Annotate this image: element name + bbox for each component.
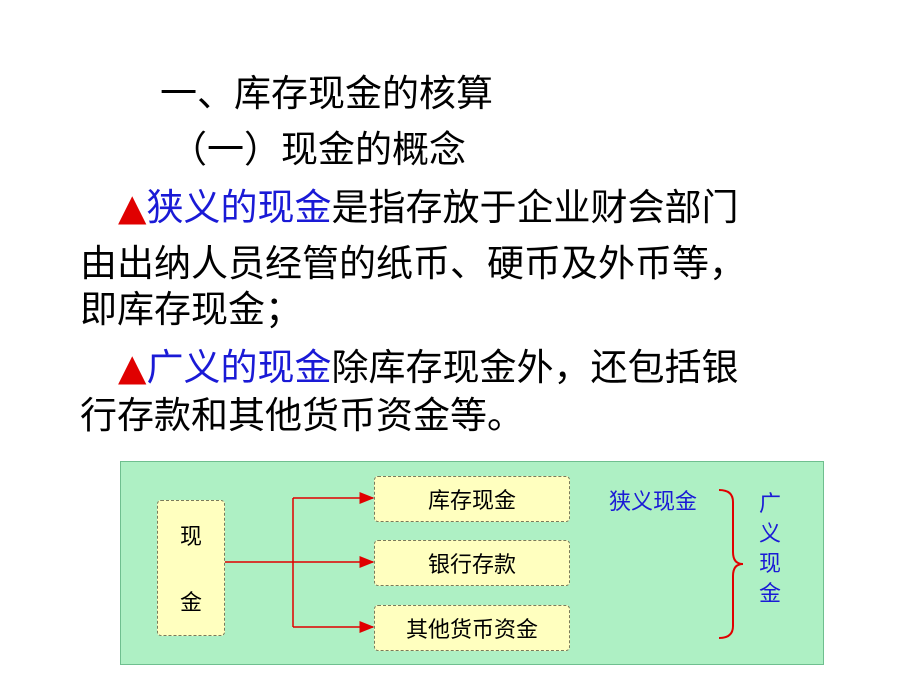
narrow-cash-line-3: 即库存现金；: [80, 288, 302, 331]
narrow-cash-text: 是指存放于企业财会部门: [331, 186, 739, 229]
broad-cash-label-char: 金: [759, 582, 782, 607]
narrow-cash-term: 狭义的现金: [146, 186, 332, 229]
broad-cash-label-char: 广: [759, 492, 782, 517]
broad-cash-label-char: 现: [759, 552, 782, 577]
cash-classification-diagram: 现 金 库存现金 银行存款 其他货币资金 狭义现金 广 义 现 金: [120, 461, 824, 665]
broad-cash-line-1: ▲广义的现金除库存现金外，还包括银: [118, 346, 738, 390]
broad-cash-text: 除库存现金外，还包括银: [331, 346, 739, 389]
triangle-bullet-icon: ▲: [118, 186, 147, 229]
heading-subsection: （一）现金的概念: [170, 128, 466, 171]
cash-source-box: 现 金: [157, 500, 225, 636]
broad-cash-label: 广 义 现 金: [759, 490, 781, 610]
narrow-cash-line-2: 由出纳人员经管的纸币、硬币及外币等，: [80, 242, 746, 285]
broad-cash-line-2: 行存款和其他货币资金等。: [80, 394, 524, 437]
brace-icon: [718, 489, 744, 639]
broad-cash-label-char: 义: [759, 522, 782, 547]
bank-deposit-box: 银行存款: [374, 540, 570, 586]
heading-section: 一、库存现金的核算: [160, 72, 493, 115]
cash-on-hand-box: 库存现金: [374, 476, 570, 522]
cash-source-char: 现: [179, 525, 202, 550]
broad-cash-term: 广义的现金: [146, 346, 332, 389]
triangle-bullet-icon: ▲: [118, 346, 147, 389]
narrow-cash-line-1: ▲狭义的现金是指存放于企业财会部门: [118, 186, 738, 230]
connector-lines: [223, 489, 744, 639]
narrow-cash-label: 狭义现金: [609, 490, 698, 515]
other-funds-box: 其他货币资金: [374, 605, 570, 651]
cash-source-char: 金: [179, 591, 202, 616]
